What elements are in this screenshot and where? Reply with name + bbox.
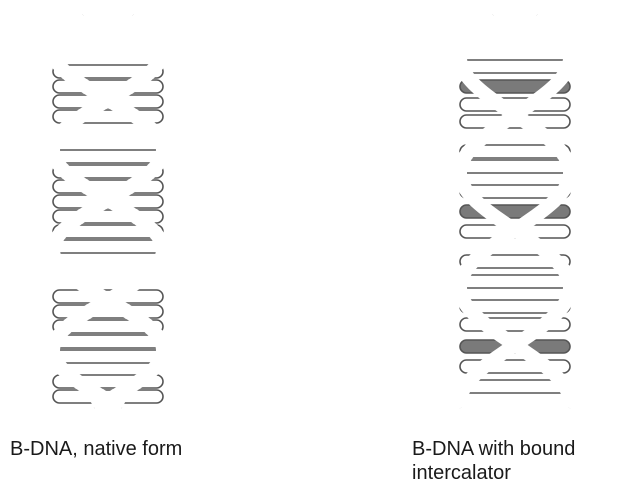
base-pair [53, 335, 163, 348]
base-pair [53, 150, 163, 163]
caption-intercalator: B-DNA with bound intercalator [412, 437, 575, 485]
dna-helix-native [8, 0, 208, 420]
caption-intercalator-line2: intercalator [412, 462, 511, 484]
base-pair [460, 60, 570, 73]
base-pair [53, 240, 163, 253]
base-pair [460, 275, 570, 288]
caption-native-text: B-DNA, native form [10, 438, 182, 460]
base-pair [53, 350, 163, 363]
dna-helix-intercalated [415, 0, 615, 420]
caption-native-form: B-DNA, native form [10, 437, 182, 461]
base-pair [460, 160, 570, 173]
caption-intercalator-line1: B-DNA with bound [412, 438, 575, 460]
